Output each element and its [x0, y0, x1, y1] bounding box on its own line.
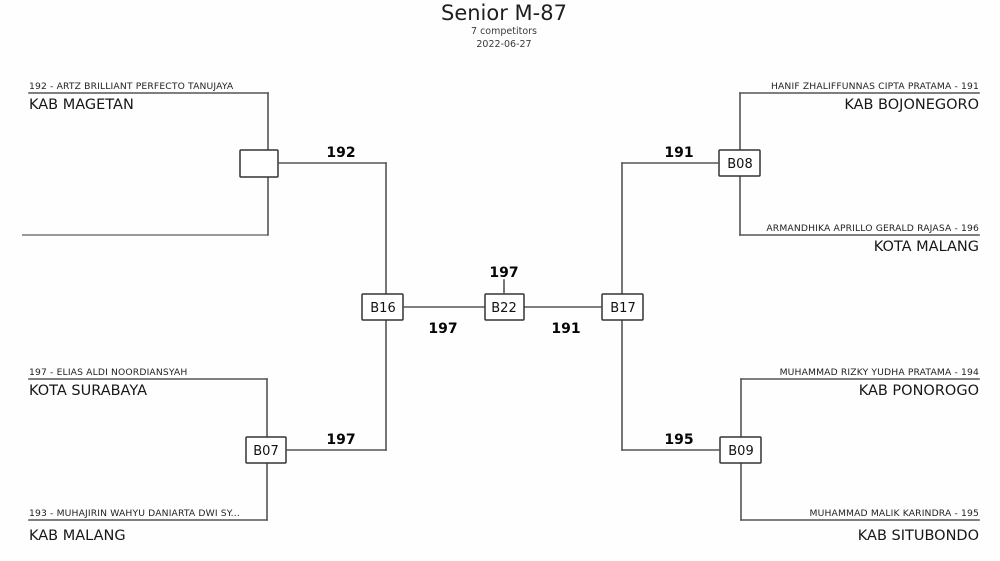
entry-player-name: ARMANDHIKA APRILLO GERALD RAJASA - 196 — [766, 223, 979, 234]
score-left-quarter-bottom: 197 — [326, 432, 355, 448]
entry-right-bottom-2[interactable]: MUHAMMAD MALIK KARINDRA - 195 KAB SITUBO… — [740, 508, 980, 544]
event-date: 2022-06-27 — [476, 39, 531, 50]
match-box-B22[interactable]: B22 — [484, 293, 525, 321]
entry-right-bottom-1[interactable]: MUHAMMAD RIZKY YUDHA PRATAMA - 194 KAB P… — [740, 367, 980, 399]
score-right-semi: 191 — [551, 321, 580, 337]
page-title: Senior M-87 — [441, 1, 567, 25]
entry-player-name: HANIF ZHALIFFUNNAS CIPTA PRATAMA - 191 — [771, 81, 979, 92]
match-box-B08[interactable]: B08 — [718, 149, 761, 177]
entry-player-name: 193 - MUHAJIRIN WAHYU DANIARTA DWI SY... — [29, 508, 240, 519]
entry-player-name: 192 - ARTZ BRILLIANT PERFECTO TANUJAYA — [29, 81, 234, 92]
entry-player-name: MUHAMMAD RIZKY YUDHA PRATAMA - 194 — [780, 367, 979, 378]
match-box-B17[interactable]: B17 — [601, 293, 644, 321]
match-box-label: B16 — [370, 301, 395, 316]
entry-right-top-2[interactable]: ARMANDHIKA APRILLO GERALD RAJASA - 196 K… — [739, 223, 980, 255]
score-final-winner: 197 — [489, 265, 518, 281]
entry-club-name: KAB SITUBONDO — [858, 528, 979, 544]
entry-club-name: KAB BOJONEGORO — [844, 97, 979, 113]
entry-club-name: KOTA MALANG — [874, 239, 979, 255]
entry-club-name: KAB PONOROGO — [859, 383, 979, 399]
match-box-label: B17 — [610, 301, 635, 316]
score-right-quarter-bottom: 195 — [664, 432, 693, 448]
match-box-label: B22 — [491, 301, 516, 316]
entry-right-top-1[interactable]: HANIF ZHALIFFUNNAS CIPTA PRATAMA - 191 K… — [739, 81, 980, 113]
entry-club-name: KAB MAGETAN — [29, 97, 134, 113]
match-box-B07[interactable]: B07 — [245, 436, 287, 464]
competitor-count: 7 competitors — [471, 26, 537, 37]
entry-left-bottom-1[interactable]: 197 - ELIAS ALDI NOORDIANSYAH KOTA SURAB… — [28, 367, 268, 399]
entry-left-top-1[interactable]: 192 - ARTZ BRILLIANT PERFECTO TANUJAYA K… — [28, 81, 269, 113]
match-box-label: B08 — [727, 157, 752, 172]
entry-left-bottom-2[interactable]: 193 - MUHAJIRIN WAHYU DANIARTA DWI SY...… — [28, 508, 268, 544]
score-left-quarter-top: 192 — [326, 145, 355, 161]
match-box-label: B07 — [253, 444, 278, 459]
score-left-semi: 197 — [428, 321, 457, 337]
match-box-left-bye[interactable] — [239, 149, 279, 178]
entry-player-name: MUHAMMAD MALIK KARINDRA - 195 — [810, 508, 980, 519]
match-box-B09[interactable]: B09 — [719, 436, 762, 464]
score-right-quarter-top: 191 — [664, 145, 693, 161]
match-box-label: B09 — [728, 444, 753, 459]
match-box-B16[interactable]: B16 — [361, 293, 404, 321]
entry-club-name: KOTA SURABAYA — [29, 383, 147, 399]
match-box-rect — [239, 149, 279, 178]
entry-player-name: 197 - ELIAS ALDI NOORDIANSYAH — [29, 367, 187, 378]
entry-club-name: KAB MALANG — [29, 528, 126, 544]
